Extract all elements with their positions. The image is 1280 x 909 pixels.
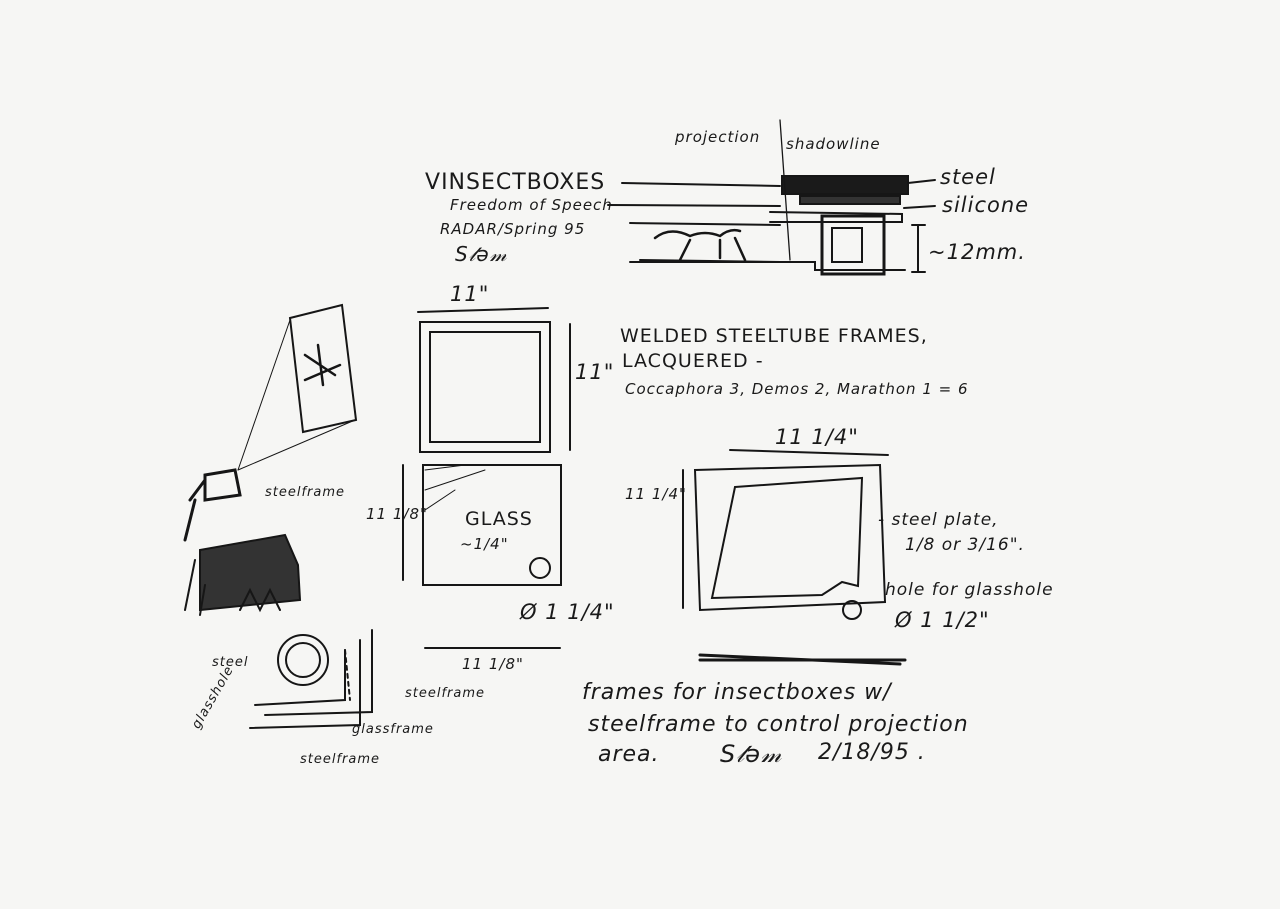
plate-width: 11 1/4" [775,425,859,449]
steel-label: steel [940,165,996,189]
subtitle: Freedom of Speech [450,196,613,214]
detail-steelframe-bottom: steelframe [300,752,381,767]
steel-plate [682,449,907,666]
note-signature: S𝓁ǝ𝓂 [720,740,783,768]
frame-spec-3: Coccaphora 3, Demos 2, Marathon 1 = 6 [625,380,969,398]
section-view [607,119,936,276]
detail-glassframe: glassframe [352,722,434,737]
shadowline-label: shadowline [786,135,881,153]
glass-hole-size: Ø 1 1/4" [520,600,615,624]
detail-steelframe-right: steelframe [405,686,486,701]
projection-perspective [183,303,358,616]
projection-label: projection [675,128,761,146]
note-line-3: area. [598,742,660,767]
check-mark: V [425,170,442,195]
frame-width: 11" [450,282,490,306]
note-date: 2/18/95 . [818,740,926,765]
plate-hole-size: Ø 1 1/2" [895,608,990,632]
signature: S𝓁ǝ𝓂 [455,242,508,266]
glass-width: 11 1/8" [462,655,524,673]
height-label: ~12mm. [928,240,1026,264]
plate-label: - steel plate, [878,510,999,530]
corner-detail [249,629,373,729]
perspective-label: steelframe [265,485,346,500]
hole-label: hole for glasshole [885,580,1054,600]
frame-spec-1: WELDED STEELTUBE FRAMES, [620,325,928,347]
plate-height: 11 1/4" [625,485,687,503]
detail-steel: steel [212,655,249,670]
glass-height: 11 1/8" [366,505,428,523]
glass-thickness: ~1/4" [460,535,509,553]
frame-spec-2: LACQUERED - [622,350,764,372]
plate-thickness: 1/8 or 3/16". [905,535,1025,555]
frame-height: 11" [575,360,615,384]
glass-pane [402,464,562,649]
title: INSECTBOXES [441,170,606,195]
venue: RADAR/Spring 95 [440,220,586,238]
note-line-2: steelframe to control projection [588,712,969,737]
glass-label: GLASS [465,508,533,530]
steeltube-frame [417,307,571,453]
note-line-1: frames for insectboxes w/ [582,680,892,705]
silicone-label: silicone [942,193,1030,217]
